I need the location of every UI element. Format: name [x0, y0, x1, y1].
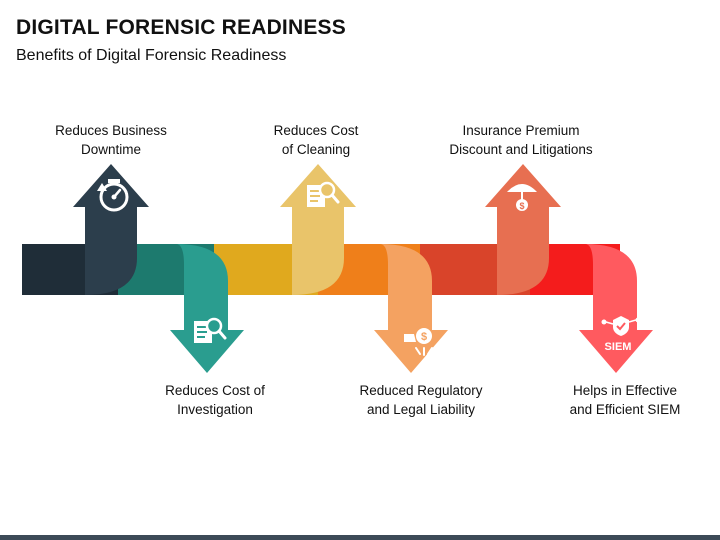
hand-money-icon: $ — [404, 328, 433, 356]
step-label-1: Reduces Business Downtime — [11, 121, 211, 159]
step-label-3: Reduces Cost of Cleaning — [216, 121, 416, 159]
arrow-1 — [73, 164, 149, 295]
step-label-4: Reduced Regulatory and Legal Liability — [321, 381, 521, 419]
document-magnifier-icon — [307, 181, 340, 207]
arrow-3 — [280, 164, 356, 295]
step-label-2-line2: Investigation — [177, 402, 253, 417]
step-label-6: Helps in Effective and Efficient SIEM — [525, 381, 720, 419]
step-label-5-line2: Discount and Litigations — [449, 142, 593, 157]
document-magnifier-icon — [194, 317, 227, 343]
step-label-3-line1: Reduces Cost — [273, 123, 359, 138]
arrow-6 — [579, 244, 653, 373]
footer-bar — [0, 535, 720, 540]
step-label-5: Insurance Premium Discount and Litigatio… — [421, 121, 621, 159]
umbrella-money-icon: $ — [507, 184, 537, 211]
arrow-2 — [170, 244, 244, 373]
step-label-1-line2: Downtime — [80, 142, 142, 157]
page-subtitle: Benefits of Digital Forensic Readiness — [16, 47, 287, 64]
step-label-4-line1: Reduced Regulatory — [359, 383, 483, 398]
step-label-5-line1: Insurance Premium — [462, 123, 580, 138]
arrow-5 — [485, 164, 561, 295]
step-label-4-line2: and Legal Liability — [366, 402, 476, 417]
clock-refresh-icon — [97, 179, 129, 212]
step-label-2: Reduces Cost of Investigation — [115, 381, 315, 419]
svg-text:$: $ — [519, 201, 524, 211]
page-title: DIGITAL FORENSIC READINESS — [16, 16, 346, 39]
step-label-1-line1: Reduces Business — [55, 123, 167, 138]
step-label-6-line1: Helps in Effective — [572, 383, 678, 398]
siem-icon-text: SIEM — [605, 341, 632, 353]
step-label-6-line2: and Efficient SIEM — [569, 402, 681, 417]
step-label-3-line2: of Cleaning — [281, 142, 351, 157]
step-label-2-line1: Reduces Cost of — [165, 383, 265, 398]
svg-text:$: $ — [421, 331, 427, 343]
siem-shield-icon: SIEM — [601, 316, 641, 353]
